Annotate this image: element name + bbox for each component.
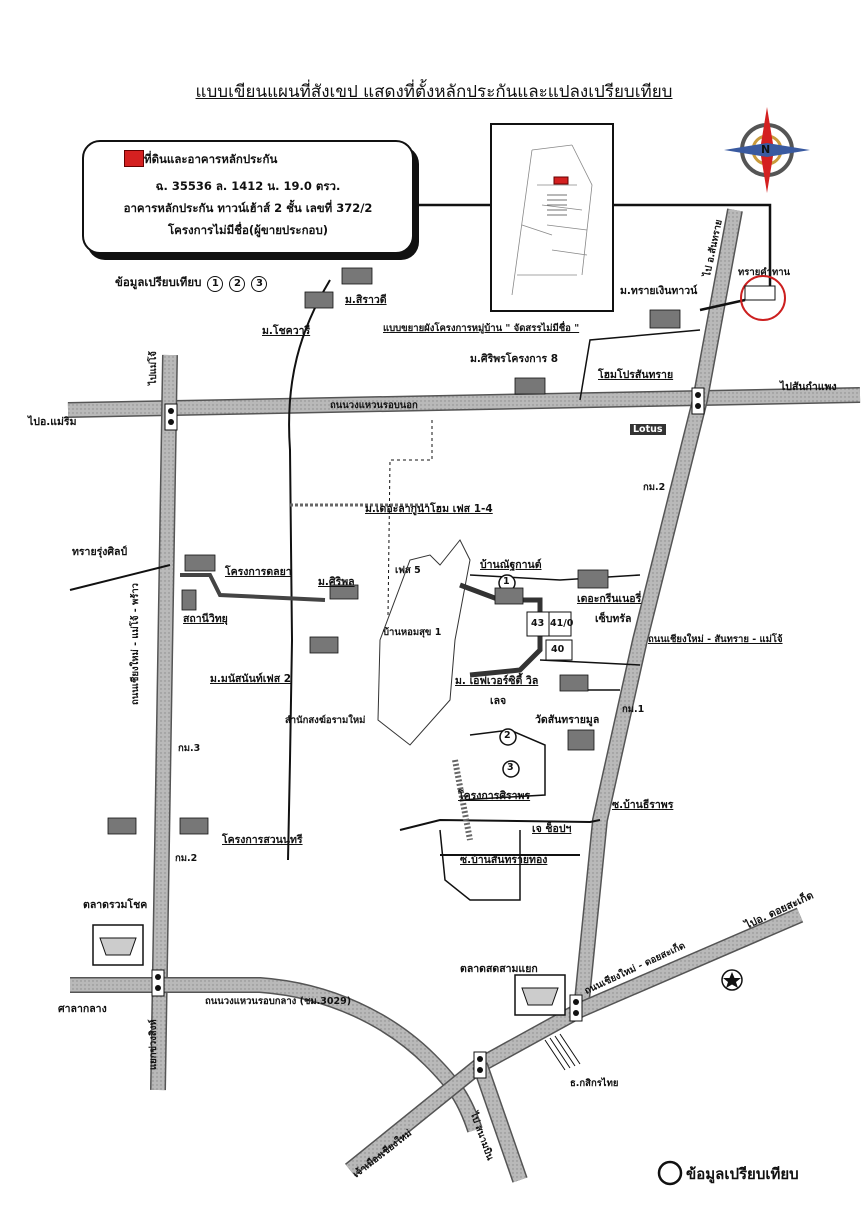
road-label-chiangmai-sansai: ถนนเชียงใหม่ - สันทราย - แม่โจ้ <box>648 634 783 645</box>
label-talat-sam-yaek: ตลาดสดสามแยก <box>460 963 538 975</box>
village-outline <box>377 539 471 746</box>
comparison-circle-2: 2 <box>229 276 246 292</box>
compass-letter: N <box>761 143 771 156</box>
traffic-light-icon <box>569 994 583 1022</box>
comparison-marker-3-label: 3 <box>507 762 514 773</box>
label-samnak: สำนักสงฆ์อรามใหม่ <box>285 715 366 726</box>
label-kasikorn: ธ.กสิกรไทย <box>570 1078 619 1089</box>
inset-caption: แบบขยายผังโครงการหมู่บ้าน " จัดสรรไม่มีช… <box>383 323 580 334</box>
label-home-pro: โฮมโปรสันทราย <box>598 369 674 381</box>
label-yaek-khuang: แยกข่วงสิงห์ <box>148 1019 159 1070</box>
traffic-light-icon <box>473 1051 487 1079</box>
plot-43: 43 <box>531 618 545 629</box>
label-kasemsri: โครงการดลยา <box>225 566 292 578</box>
label-satanee: สถานีวิทยุ <box>183 613 228 625</box>
label-soi-bannisa: ซ.บ้านธีราพร <box>612 799 674 811</box>
label-sai-khamthan: ทรายคำทาน <box>738 267 791 278</box>
label-m-chokwari: ม.โชควารี <box>262 325 311 337</box>
label-to-maerim: ไปอ.แม่ริม <box>28 416 77 428</box>
label-talat-ruamchok: ตลาดรวมโชค <box>83 899 148 911</box>
label-ban-chanyakan: บ้านณัฐกานต์ <box>480 559 542 571</box>
legend-title: ที่ดินและอาคารหลักประกัน <box>144 152 278 166</box>
label-km1: กม.1 <box>622 704 645 715</box>
page-title: แบบเขียนแผนที่สังเขป แสดงที่ตั้งหลักประก… <box>195 82 673 102</box>
label-m-manatsanan: ม.มนัสนันท์เฟส 2 <box>210 673 292 685</box>
legend-project: โครงการไม่มีชื่อ(ผู้ขายประกอบ) <box>167 223 329 237</box>
subject-location-marker <box>740 275 786 321</box>
comparison-marker-2 <box>499 728 517 746</box>
plot-40: 40 <box>551 644 565 655</box>
label-m-evercity: ม. เอฟเวอร์ซิตี้ วิล <box>455 675 539 687</box>
star-landmark-icon <box>721 969 743 991</box>
traffic-light-icon <box>151 969 165 997</box>
label-je-shop: เจ ช็อปฯ <box>532 823 572 835</box>
compass-icon <box>724 107 810 193</box>
label-soi-santhong: ซ.บ้านสันทรายทอง <box>460 854 548 866</box>
traffic-light-icon <box>691 387 705 415</box>
label-to-maejo: ไปแม่โจ้ <box>148 351 159 385</box>
comparison-circle-1: 1 <box>207 276 224 292</box>
legend-swatch <box>124 150 144 167</box>
comparison-legend-label: ข้อมูลเปรียบเทียบ <box>115 275 202 289</box>
comparison-marker-2-label: 2 <box>504 730 511 741</box>
crosswalk-icon <box>544 1033 581 1071</box>
comparison-circle-3: 3 <box>251 276 268 292</box>
inset-plan <box>490 123 614 312</box>
footer-comparison-label: ข้อมูลเปรียบเทียบ <box>686 1165 799 1183</box>
label-wat-santhong: วัดสันทรายมูล <box>535 714 600 726</box>
label-la: เลจ <box>490 695 507 707</box>
plot-41: 41/0 <box>550 618 574 629</box>
label-m-deesawan: ม.เดอะลากูน่าโฮม เฟส 1-4 <box>365 503 493 515</box>
traffic-light-icon <box>164 403 178 431</box>
label-km3: กม.3 <box>178 743 201 754</box>
legend-box: ที่ดินและอาคารหลักประกัน ฉ. 35536 ล. 141… <box>82 140 414 254</box>
label-ban-hom: บ้านหอมสุข 1 <box>383 627 442 638</box>
comparison-legend: ข้อมูลเปรียบเทียบ 1 2 3 <box>115 274 268 292</box>
label-seven: เซ็บทรัล <box>595 613 632 625</box>
road-label-chiangmai-maejo-phrao: ถนนเชียงใหม่ - แม่โจ้ - พร้าว <box>130 582 141 705</box>
label-m-sirawadi: ม.สิราวดี <box>345 294 387 306</box>
label-sala-klang: ศาลากลาง <box>58 1003 107 1015</box>
label-km2-top: กม.2 <box>643 482 666 493</box>
road-label-outer-ring: ถนนวงแหวนรอบนอก <box>330 400 418 411</box>
label-sai-rungsilp: ทรายรุ่งศิลป์ <box>72 546 128 558</box>
comparison-marker-1-label: 1 <box>503 576 510 587</box>
label-phase5: เฟส 5 <box>395 565 421 576</box>
label-km2-left: กม.2 <box>175 853 198 864</box>
label-project-suan: โครงการสวนนทรี <box>222 834 303 846</box>
label-the-green: เดอะกรีนเนอรี่ <box>577 593 642 605</box>
label-m-siriporn8: ม.ศิริพรโครงการ 8 <box>470 353 559 365</box>
legend-building: อาคารหลักประกัน ทาวน์เฮ้าส์ 2 ชั้น เลขที… <box>123 201 373 215</box>
label-m-sai-ngoen: ม.ทรายเงินทาวน์ <box>620 285 698 297</box>
legend-deed: ฉ. 35536 ล. 1412 น. 19.0 ตรว. <box>155 179 341 193</box>
label-to-sankamphaeng: ไปสันกำแพง <box>780 381 837 393</box>
road-label-middle-ring: ถนนวงแหวนรอบกลาง (ชม.3029) <box>205 996 352 1007</box>
comparison-marker-3 <box>502 760 520 778</box>
label-project-siri: โครงการศิราพร <box>458 790 531 802</box>
label-lotus: Lotus <box>630 424 666 435</box>
label-m-siriphon: ม.ศิริพล <box>318 576 355 588</box>
